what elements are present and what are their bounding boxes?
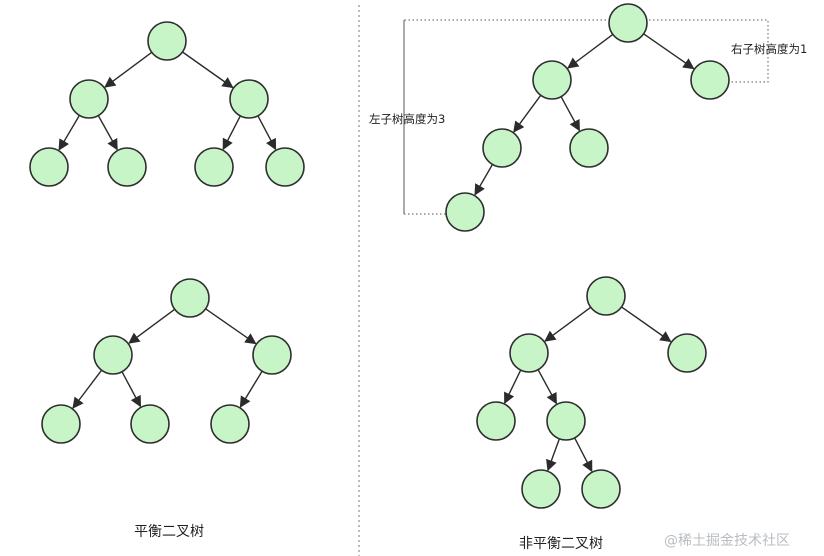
top-left-tree-node-1-circle <box>69 79 109 119</box>
bottom-right-tree-node-3-circle <box>476 401 516 441</box>
right-height-bracket <box>649 19 769 83</box>
top-right-tree-node-3 <box>482 128 522 168</box>
top-right-tree-node-4 <box>569 128 609 168</box>
top-right-tree-node-2-circle <box>690 60 730 100</box>
top-left-tree-node-2 <box>229 79 269 119</box>
bottom-right-tree-node-1-circle <box>509 333 549 373</box>
bottom-right-tree-edge-5 <box>574 437 593 473</box>
bottom-right-tree-node-2-circle <box>667 333 707 373</box>
nodes-layer <box>29 3 730 509</box>
bottom-left-tree-node-1-circle <box>93 335 133 375</box>
bottom-left-tree-node-0 <box>170 278 210 318</box>
bottom-right-tree-node-0 <box>586 276 626 316</box>
bottom-left-tree-node-5 <box>210 404 250 444</box>
top-left-tree-node-3-circle <box>29 147 69 187</box>
bottom-left-tree-node-1 <box>93 335 133 375</box>
left-height-guide <box>403 19 606 215</box>
bottom-left-tree-node-3-circle <box>41 404 81 444</box>
bottom-right-tree-node-5-circle <box>521 469 561 509</box>
bottom-right-tree-edge-0 <box>544 306 592 342</box>
bottom-left-tree-node-4 <box>130 404 170 444</box>
top-left-tree-node-5-circle <box>194 147 234 187</box>
edges-layer <box>58 33 695 473</box>
bottom-left-tree-edge-4 <box>239 370 263 408</box>
top-left-tree-node-4-circle <box>107 147 147 187</box>
bottom-left-tree-node-4-circle <box>130 404 170 444</box>
top-right-tree-node-0-circle <box>608 3 648 43</box>
bottom-right-tree-node-2 <box>667 333 707 373</box>
bottom-right-tree-edge-3 <box>537 369 558 405</box>
top-right-tree-edge-4 <box>474 164 494 196</box>
unbalanced-tree-caption: 非平衡二叉树 <box>519 536 603 552</box>
top-right-tree-node-3-circle <box>482 128 522 168</box>
bottom-left-tree-edge-1 <box>205 308 257 345</box>
bottom-right-tree-node-6 <box>581 469 621 509</box>
top-left-tree-edge-5 <box>257 115 277 151</box>
top-left-tree-edge-1 <box>182 51 234 89</box>
top-left-tree-node-6 <box>265 147 305 187</box>
top-left-tree-node-0 <box>147 21 187 61</box>
top-right-tree-node-1-circle <box>532 60 572 100</box>
top-right-tree-edge-1 <box>643 33 695 70</box>
bottom-left-tree-edge-2 <box>72 369 103 409</box>
bottom-left-tree-node-2-circle <box>252 335 292 375</box>
top-left-tree-edge-4 <box>222 115 241 151</box>
right-height-guide <box>649 19 769 83</box>
bottom-right-tree-node-6-circle <box>581 469 621 509</box>
bottom-left-tree-edge-0 <box>128 308 176 344</box>
left-subtree-height-label: 左子树高度为3 <box>369 112 445 126</box>
bottom-left-tree-node-2 <box>252 335 292 375</box>
top-left-tree-edge-3 <box>97 115 118 151</box>
bottom-right-tree-edge-4 <box>546 438 561 472</box>
top-right-tree-node-5-circle <box>445 192 485 232</box>
top-left-tree-node-0-circle <box>147 21 187 61</box>
top-right-tree-edge-0 <box>567 33 614 69</box>
watermark: @稀土掘金技术社区 <box>664 533 790 549</box>
bottom-right-tree-edge-1 <box>621 306 672 343</box>
balanced-tree-caption: 平衡二叉树 <box>134 524 204 540</box>
top-left-tree-node-1 <box>69 79 109 119</box>
bottom-right-tree-node-4 <box>546 401 586 441</box>
top-left-tree-node-2-circle <box>229 79 269 119</box>
top-left-tree-node-3 <box>29 147 69 187</box>
bottom-right-tree-edge-2 <box>504 369 522 405</box>
bottom-right-tree-node-3 <box>476 401 516 441</box>
right-subtree-height-label: 右子树高度为1 <box>731 42 807 56</box>
top-left-tree-edge-0 <box>104 51 153 88</box>
top-left-tree-node-6-circle <box>265 147 305 187</box>
bottom-right-tree-node-1 <box>509 333 549 373</box>
bottom-right-tree-node-0-circle <box>586 276 626 316</box>
bottom-left-tree-node-3 <box>41 404 81 444</box>
bottom-right-tree-node-5 <box>521 469 561 509</box>
bottom-left-tree-node-0-circle <box>170 278 210 318</box>
top-right-tree-edge-2 <box>513 94 542 133</box>
bottom-left-tree-edge-3 <box>121 371 142 408</box>
top-left-tree-node-4 <box>107 147 147 187</box>
top-left-tree-node-5 <box>194 147 234 187</box>
top-right-tree-node-2 <box>690 60 730 100</box>
top-right-tree-node-4-circle <box>569 128 609 168</box>
top-right-tree-node-0 <box>608 3 648 43</box>
top-left-tree-edge-2 <box>58 115 81 151</box>
bottom-right-tree-node-4-circle <box>546 401 586 441</box>
top-right-tree-node-1 <box>532 60 572 100</box>
top-right-tree-edge-3 <box>560 96 581 132</box>
top-right-tree-node-5 <box>445 192 485 232</box>
bottom-left-tree-node-5-circle <box>210 404 250 444</box>
